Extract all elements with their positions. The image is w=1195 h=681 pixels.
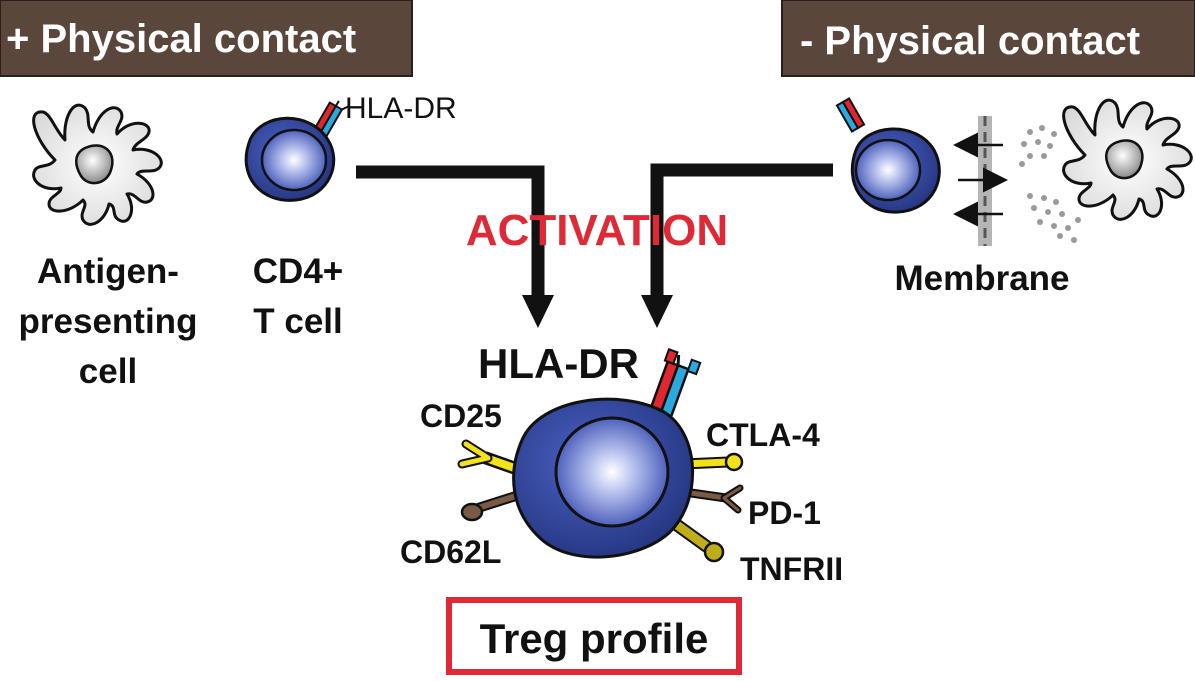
pd1-label: PD-1 — [748, 495, 821, 531]
header-right-text: - Physical contact — [800, 19, 1140, 63]
cd62l-receptor-icon — [460, 489, 527, 522]
hla-dr-large-label: HLA-DR — [478, 340, 639, 387]
hla-dr-receptor-large-icon — [649, 348, 702, 418]
cd25-label: CD25 — [420, 398, 502, 434]
pd1-receptor-icon — [679, 484, 744, 514]
apc-label-line2: presenting — [19, 302, 198, 341]
right-antigen-presenting-cell-icon — [1062, 98, 1193, 221]
treg-profile-box: Treg profile — [446, 597, 742, 675]
tnfrii-label: TNFRII — [740, 551, 843, 587]
header-physical-contact: + Physical contact — [0, 0, 413, 77]
treg-profile-label: Treg profile — [480, 615, 709, 662]
left-down-arrow-icon — [522, 295, 554, 328]
treg-cell-icon — [457, 348, 744, 563]
apc-label-line1: Antigen- — [37, 252, 179, 291]
right-t-cell-icon — [835, 97, 941, 214]
ctla4-label: CTLA-4 — [706, 417, 820, 453]
apc-label-line3: cell — [79, 352, 137, 391]
secreted-particles-icon — [1019, 125, 1081, 243]
membrane-label: Membrane — [894, 259, 1069, 298]
hla-dr-small-label: HLA-DR — [345, 92, 457, 125]
cd62l-label: CD62L — [400, 534, 501, 570]
header-no-physical-contact: - Physical contact — [781, 0, 1195, 77]
membrane-icon — [953, 116, 1008, 246]
activation-connectors — [356, 163, 833, 300]
right-down-arrow-icon — [641, 295, 673, 328]
antigen-presenting-cell-icon — [32, 103, 163, 226]
hla-dr-receptor-small-icon — [312, 100, 349, 139]
tnfrii-receptor-icon — [663, 513, 725, 563]
cd25-receptor-icon — [457, 439, 527, 477]
header-left-text: + Physical contact — [6, 17, 356, 61]
cd4-label-line2: T cell — [253, 302, 342, 341]
cd4-t-cell-icon — [244, 100, 349, 202]
cd4-label-line1: CD4+ — [253, 252, 343, 291]
activation-label: ACTIVATION — [466, 206, 728, 255]
